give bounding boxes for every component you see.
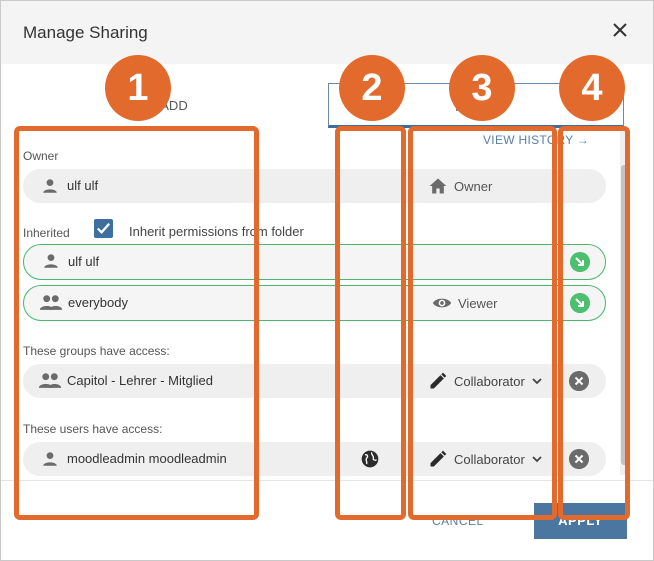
user-role-dropdown[interactable]: Collaborator <box>428 449 543 469</box>
owner-name: ulf ulf <box>67 178 99 193</box>
pencil-icon <box>430 450 447 467</box>
group-role-dropdown[interactable]: Collaborator <box>428 371 543 391</box>
callout-badge-3: 3 <box>449 55 515 121</box>
inherited-section-label: Inherited <box>23 226 70 240</box>
inherit-permissions-label: Inherit permissions from folder <box>129 224 304 239</box>
dialog-header <box>1 1 653 64</box>
tab-add[interactable]: ADD <box>160 98 188 113</box>
users-section-label: These users have access: <box>23 422 163 436</box>
dialog-title: Manage Sharing <box>23 23 148 42</box>
globe-icon[interactable] <box>360 449 380 469</box>
group-icon <box>38 373 62 388</box>
group-icon <box>39 295 63 310</box>
callout-badge-4: 4 <box>559 55 625 121</box>
person-icon <box>43 179 57 193</box>
user-name: moodleadmin moodleadmin <box>67 451 227 466</box>
everybody-role: Viewer <box>432 293 498 313</box>
owner-role-label: Owner <box>454 178 493 194</box>
owner-role: Owner <box>428 176 492 196</box>
apply-button[interactable]: APPLY <box>534 503 627 539</box>
chevron-down-icon <box>532 378 542 385</box>
remove-user-icon[interactable] <box>569 449 589 469</box>
pencil-icon <box>430 372 447 389</box>
group-role-label: Collaborator <box>454 373 525 389</box>
owner-section-label: Owner <box>23 149 59 163</box>
chevron-down-icon <box>532 456 542 463</box>
inherited-row-everybody: everybody Viewer <box>23 285 606 321</box>
person-icon <box>43 452 57 466</box>
group-name: Capitol - Lehrer - Mitglied <box>67 373 213 388</box>
remove-group-icon[interactable] <box>569 371 589 391</box>
eye-icon <box>432 298 452 308</box>
groups-section-label: These groups have access: <box>23 344 170 358</box>
close-icon[interactable] <box>608 18 632 42</box>
everybody-role-label: Viewer <box>458 295 498 311</box>
inherited-arrow-icon <box>570 252 590 272</box>
inherited-arrow-icon <box>570 293 590 313</box>
inherited-user-name: ulf ulf <box>68 254 100 269</box>
user-role-label: Collaborator <box>454 451 525 467</box>
footer-divider <box>1 480 653 481</box>
callout-box-2 <box>335 126 406 520</box>
check-icon <box>96 222 111 234</box>
callout-badge-2: 2 <box>339 55 405 121</box>
group-row: Capitol - Lehrer - Mitglied Collaborator <box>23 364 606 398</box>
callout-box-1 <box>14 126 259 520</box>
inherit-permissions-checkbox[interactable] <box>94 219 113 238</box>
user-row: moodleadmin moodleadmin Collaborator <box>23 442 606 476</box>
owner-row: ulf ulf Owner <box>23 169 606 203</box>
home-icon <box>429 178 447 194</box>
callout-badge-1: 1 <box>105 55 171 121</box>
callout-box-4 <box>558 126 630 520</box>
callout-box-3 <box>408 126 557 520</box>
person-icon <box>44 254 58 268</box>
inherited-row-owner: ulf ulf <box>23 244 606 280</box>
inherited-group-name: everybody <box>68 295 128 310</box>
